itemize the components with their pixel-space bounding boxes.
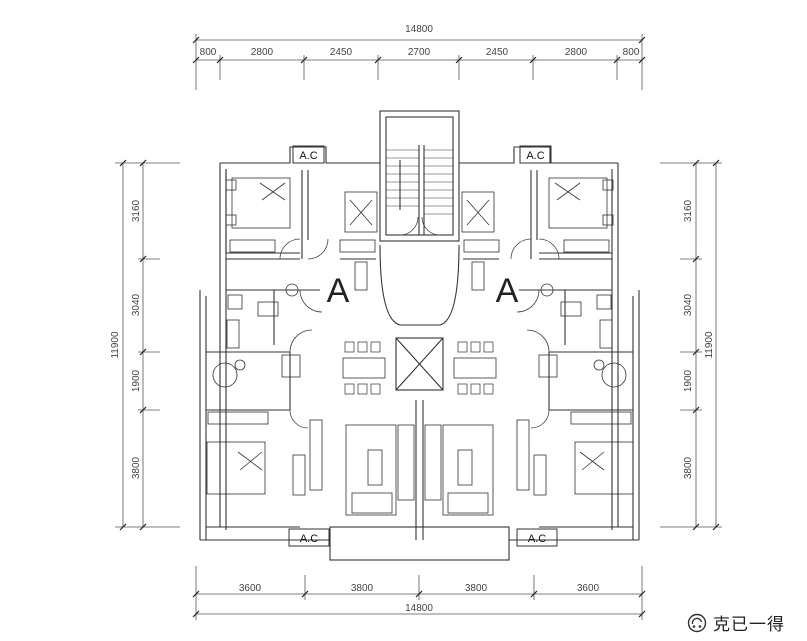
right-dim-2: 3040 bbox=[683, 293, 694, 316]
bottom-dim-3: 3800 bbox=[465, 583, 488, 594]
top-dim-6: 2800 bbox=[565, 47, 588, 58]
ac-label-top-right: A.C bbox=[526, 150, 544, 162]
bottom-total-dim: 14800 bbox=[405, 603, 433, 614]
top-dim-2: 2800 bbox=[251, 47, 274, 58]
top-dim-1: 800 bbox=[200, 47, 217, 58]
left-dim-1: 3160 bbox=[131, 199, 142, 222]
watermark-label: 克已一得 bbox=[713, 615, 785, 635]
left-dim-2: 3040 bbox=[131, 293, 142, 316]
ac-units: A.C A.C A.C A.C bbox=[288, 145, 558, 547]
top-total-dim: 14800 bbox=[405, 24, 433, 35]
ac-label-bottom-right: A.C bbox=[528, 533, 546, 545]
ac-label-bottom-left: A.C bbox=[300, 533, 318, 545]
right-total-dim: 11900 bbox=[704, 331, 715, 359]
bottom-dim-4: 3600 bbox=[577, 583, 600, 594]
bottom-dim-2: 3800 bbox=[351, 583, 374, 594]
top-dim-3: 2450 bbox=[330, 47, 353, 58]
unit-label-left: A bbox=[327, 272, 350, 310]
watermark: 克已一得 bbox=[687, 610, 785, 635]
wechat-official-account-icon bbox=[687, 613, 707, 632]
ac-box-top-right bbox=[519, 145, 552, 164]
walls bbox=[199, 110, 640, 561]
furniture bbox=[206, 177, 634, 516]
ac-box-bottom-right bbox=[516, 528, 558, 547]
ac-box-top-left bbox=[292, 145, 325, 164]
door-swings bbox=[279, 216, 560, 429]
right-dim-4: 3800 bbox=[683, 456, 694, 479]
ac-label-top-left: A.C bbox=[299, 150, 317, 162]
bottom-dim-1: 3600 bbox=[239, 583, 262, 594]
right-dim-1: 3160 bbox=[683, 199, 694, 222]
left-dim-4: 3800 bbox=[131, 456, 142, 479]
top-dim-7: 800 bbox=[623, 47, 640, 58]
left-total-dim: 11900 bbox=[110, 331, 121, 359]
left-dim-3: 1900 bbox=[131, 369, 142, 392]
ac-box-bottom-left bbox=[288, 528, 330, 547]
unit-label-right: A bbox=[496, 272, 519, 310]
dimension-lines bbox=[115, 34, 722, 620]
top-dimension-labels: 14800 800 2800 2450 2700 2450 2800 800 bbox=[200, 24, 640, 58]
bottom-dimension-labels: 3600 3800 3800 3600 14800 bbox=[239, 583, 600, 614]
right-dimension-labels: 3160 3040 1900 3800 11900 bbox=[683, 199, 715, 479]
top-dim-4: 2700 bbox=[408, 47, 431, 58]
left-dimension-labels: 11900 3160 3040 1900 3800 bbox=[110, 199, 142, 479]
top-dim-5: 2450 bbox=[486, 47, 509, 58]
right-dim-3: 1900 bbox=[683, 369, 694, 392]
